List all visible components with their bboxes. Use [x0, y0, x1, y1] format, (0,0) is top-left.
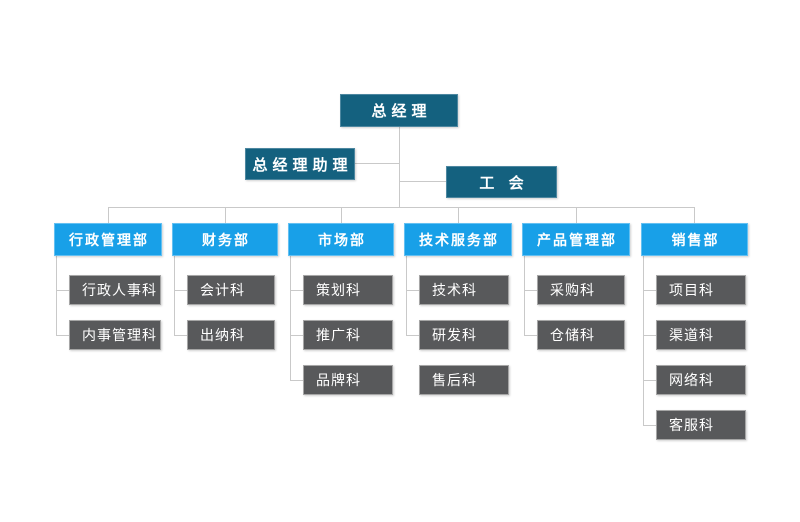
org-node-section: 策划科 [303, 275, 393, 305]
org-node-dept-product: 产品管理部 [522, 223, 630, 256]
org-node-gm-assistant: 总经理助理 [245, 148, 355, 180]
connector-line [108, 207, 109, 223]
org-node-section: 采购科 [537, 275, 625, 305]
connector-line [643, 380, 656, 381]
connector-line [225, 207, 226, 223]
org-node-section: 出纳科 [187, 320, 275, 350]
connector-line [694, 207, 695, 223]
org-node-section: 项目科 [656, 275, 746, 305]
connector-line [643, 290, 656, 291]
connector-line [108, 207, 695, 208]
org-node-section: 研发科 [419, 320, 509, 350]
connector-line [174, 256, 175, 335]
org-node-section: 会计科 [187, 275, 275, 305]
org-node-dept-admin: 行政管理部 [54, 223, 162, 256]
connector-line [524, 256, 525, 335]
connector-line [399, 127, 400, 207]
connector-line [290, 335, 303, 336]
connector-line [56, 290, 69, 291]
connector-line [643, 425, 656, 426]
connector-line [174, 290, 187, 291]
org-node-section: 推广科 [303, 320, 393, 350]
org-node-section: 客服科 [656, 410, 746, 440]
connector-line [290, 380, 303, 381]
connector-line [290, 256, 291, 380]
connector-line [406, 290, 419, 291]
org-node-section: 网络科 [656, 365, 746, 395]
org-node-dept-sales: 销售部 [641, 223, 748, 256]
org-node-dept-marketing: 市场部 [288, 223, 394, 256]
connector-line [400, 181, 446, 182]
connector-line [643, 256, 644, 425]
org-node-section: 渠道科 [656, 320, 746, 350]
org-node-section: 技术科 [419, 275, 509, 305]
connector-line [406, 256, 407, 335]
org-node-dept-finance: 财务部 [172, 223, 278, 256]
connector-line [524, 290, 537, 291]
connector-line [355, 163, 399, 164]
org-node-section: 内事管理科 [69, 320, 161, 350]
connector-line [458, 207, 459, 223]
connector-line [174, 335, 187, 336]
connector-line [643, 335, 656, 336]
connector-line [406, 335, 419, 336]
connector-line [341, 207, 342, 223]
connector-line [56, 335, 69, 336]
connector-line [290, 290, 303, 291]
org-node-general-manager: 总经理 [340, 94, 458, 127]
org-node-section: 品牌科 [303, 365, 393, 395]
org-node-section: 售后科 [419, 365, 509, 395]
org-node-dept-tech-service: 技术服务部 [404, 223, 512, 256]
connector-line [524, 335, 537, 336]
org-node-labor-union: 工 会 [446, 166, 557, 198]
connector-line [56, 256, 57, 335]
connector-line [576, 207, 577, 223]
org-node-section: 行政人事科 [69, 275, 161, 305]
org-node-section: 仓储科 [537, 320, 625, 350]
